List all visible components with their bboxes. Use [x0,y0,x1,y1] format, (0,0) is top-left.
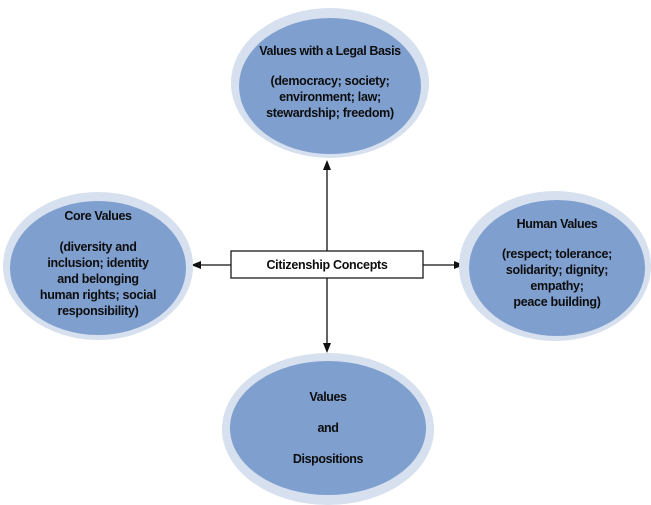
arrowhead-left [191,261,201,269]
node-line: inclusion; identity [47,256,149,270]
node-line: Values [309,390,347,404]
node-line: Dispositions [293,452,364,466]
node-body [469,200,645,336]
node-title: Values with a Legal Basis [259,44,401,58]
node-title: Core Values [64,209,132,223]
arrowhead-right [454,261,464,269]
node-line: and belonging [57,272,139,286]
node-core-values: Core Values (diversity and inclusion; id… [3,192,193,340]
node-line: stewardship; freedom) [266,106,394,120]
arrowhead-up [323,160,331,170]
node-values-dispositions: Values and Dispositions [222,353,434,505]
node-line: human rights; social [40,288,156,302]
node-line: peace building) [513,295,600,309]
node-body [230,361,426,495]
node-human-values: Human Values (respect; tolerance; solida… [459,191,651,341]
node-values-legal-basis: Values with a Legal Basis (democracy; so… [231,8,429,158]
node-line: (diversity and [59,240,136,254]
node-body [10,201,186,335]
node-line: responsibility) [58,304,139,318]
node-line: environment; law; [279,90,381,104]
node-body [239,18,421,154]
node-title: Human Values [517,217,598,231]
node-line: and [317,421,338,435]
node-line: empathy; [530,279,583,293]
center-concept: Citizenship Concepts [230,250,424,279]
center-box [230,250,424,279]
node-line: (respect; tolerance; [502,247,612,261]
node-line: (democracy; society; [270,74,389,88]
connectors [191,160,464,353]
node-line: solidarity; dignity; [506,263,608,277]
arrowhead-down [323,343,331,353]
center-label: Citizenship Concepts [266,258,387,272]
